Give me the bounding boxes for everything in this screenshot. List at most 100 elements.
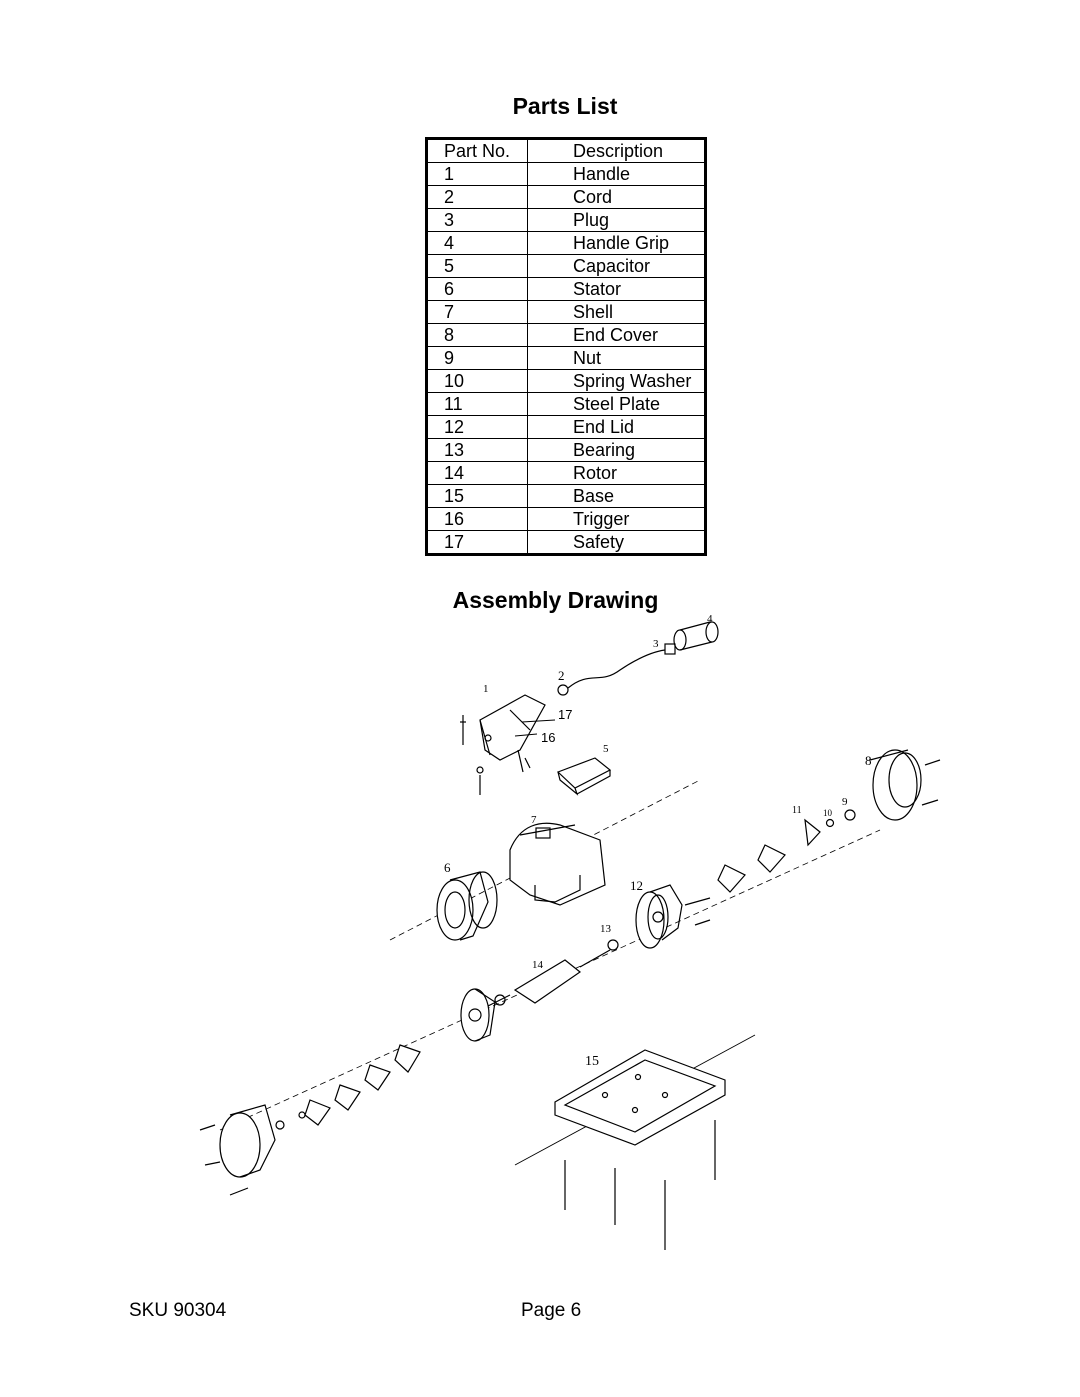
left-end-cover <box>199 1104 276 1196</box>
nut-part <box>275 1120 285 1130</box>
part-description-cell: Handle Grip <box>527 231 706 255</box>
part-description-cell: Base <box>527 484 706 508</box>
callout-14: 14 <box>532 959 544 971</box>
shell-part <box>509 822 606 906</box>
callout-4: 4 <box>707 613 713 625</box>
part-number-cell: 8 <box>426 323 528 347</box>
part-number-cell: 16 <box>426 507 528 531</box>
part-number-cell: 12 <box>426 415 528 439</box>
callout-12: 12 <box>630 878 643 893</box>
washer-part <box>825 818 835 828</box>
part-number-cell: 3 <box>426 208 528 232</box>
right-end-cover <box>869 749 941 821</box>
stator-part <box>436 871 498 941</box>
part-description-cell: Nut <box>527 346 706 370</box>
part-description-cell: Spring Washer <box>527 369 706 393</box>
sku-label: SKU 90304 <box>129 1300 227 1321</box>
callout-1: 1 <box>483 683 489 695</box>
callout-5: 5 <box>603 743 609 755</box>
part-number-cell: 4 <box>426 231 528 255</box>
part-number-cell: 14 <box>426 461 528 485</box>
part-description-cell: Cord <box>527 185 706 209</box>
steel-plate-part <box>304 1099 331 1126</box>
screw-part <box>694 919 711 926</box>
capacitor-part <box>556 757 612 796</box>
left-end-lid <box>460 988 496 1042</box>
rotor-part <box>479 949 611 1011</box>
bearing-part <box>494 994 506 1006</box>
steel-plate-part <box>717 864 746 893</box>
part-description-cell: Trigger <box>527 507 706 531</box>
part-description-cell: Capacitor <box>527 254 706 278</box>
part-description-cell: Stator <box>527 277 706 301</box>
callout-7: 7 <box>531 814 537 826</box>
leader-line <box>514 733 538 737</box>
part-description-cell: Safety <box>527 530 706 555</box>
part-description-cell: Shell <box>527 300 706 324</box>
callout-3: 3 <box>653 638 659 650</box>
part-description-cell: Rotor <box>527 461 706 485</box>
part-description-cell: Bearing <box>527 438 706 462</box>
callout-15: 15 <box>585 1054 599 1069</box>
callout-13: 13 <box>600 923 612 935</box>
parts-list-title: Parts List <box>512 93 618 119</box>
bearing-part <box>607 939 619 951</box>
part-description-cell: Steel Plate <box>527 392 706 416</box>
page-number: Page 6 <box>521 1300 582 1321</box>
steel-plate-part <box>334 1084 361 1111</box>
callout-8: 8 <box>865 753 872 768</box>
part-description-cell: End Lid <box>527 415 706 439</box>
base-part <box>554 1049 726 1250</box>
header-part-no: Part No. <box>426 138 528 163</box>
callout-10: 10 <box>823 808 833 818</box>
callout-2: 2 <box>558 668 565 683</box>
screw-part <box>684 897 711 906</box>
callout-17: 17 <box>558 707 572 722</box>
handle-part <box>460 694 546 795</box>
part-number-cell: 2 <box>426 185 528 209</box>
steel-plate-part <box>394 1044 421 1073</box>
part-number-cell: 7 <box>426 300 528 324</box>
part-description-cell: Plug <box>527 208 706 232</box>
table-header-row: Part No. Description <box>426 138 706 163</box>
washer-part <box>298 1111 306 1119</box>
part-number-cell: 15 <box>426 484 528 508</box>
assembly-drawing: 1 2 3 4 5 6 7 8 9 10 11 12 13 14 15 16 1… <box>199 613 941 1250</box>
end-lid-part <box>635 884 683 949</box>
part-number-cell: 11 <box>426 392 528 416</box>
part-number-cell: 13 <box>426 438 528 462</box>
cord-part <box>557 643 676 696</box>
header-description: Description <box>527 138 706 163</box>
part-description-cell: End Cover <box>527 323 706 347</box>
part-number-cell: 9 <box>426 346 528 370</box>
part-number-cell: 1 <box>426 162 528 186</box>
part-number-cell: 10 <box>426 369 528 393</box>
plug-grip-part <box>673 621 719 651</box>
callout-6: 6 <box>444 860 451 875</box>
part-description-cell: Handle <box>527 162 706 186</box>
steel-plate-part <box>364 1064 391 1091</box>
nut-part <box>844 809 856 821</box>
callout-9: 9 <box>842 796 848 808</box>
assembly-drawing-title: Assembly Drawing <box>452 587 659 613</box>
leader-line <box>521 719 556 723</box>
part-number-cell: 17 <box>426 530 528 555</box>
callout-11: 11 <box>792 805 802 816</box>
steel-plate-part <box>804 818 821 847</box>
callout-16: 16 <box>541 730 555 745</box>
